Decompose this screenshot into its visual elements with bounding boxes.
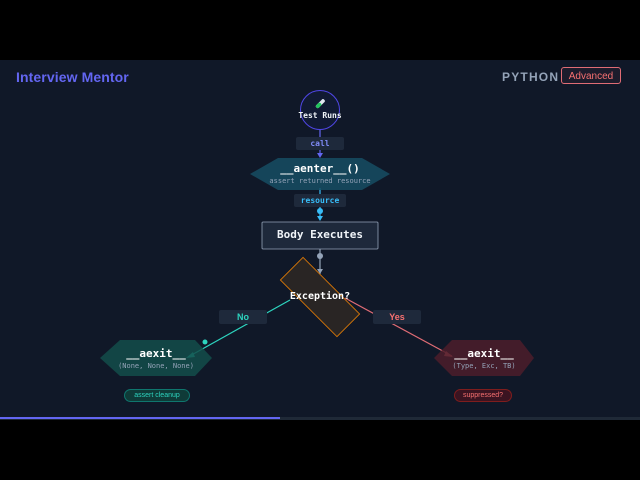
- edge-label-resource: resource: [294, 194, 346, 207]
- exit-yes-args: (Type, Exc, TB): [452, 362, 516, 370]
- progress-fill: [0, 417, 280, 419]
- flow-dot: [317, 253, 323, 259]
- decision-node-label: Exception?: [289, 291, 351, 302]
- body-node-label: Body Executes: [276, 228, 364, 241]
- exit-yes-badge: suppressed?: [454, 389, 512, 402]
- enter-node-subtitle: assert returned resource: [269, 177, 371, 185]
- exit-yes-title: __aexit__: [454, 347, 514, 360]
- test-tube-icon: [315, 99, 325, 109]
- body-node-shape: [261, 221, 379, 250]
- exit-no-args: (None, None, None): [118, 362, 194, 370]
- exit-no-title: __aexit__: [126, 347, 186, 360]
- exit-no-shape: [100, 340, 212, 376]
- start-node-label: Test Runs: [298, 111, 342, 120]
- exit-yes-shape: [434, 340, 534, 376]
- flow-dot: [317, 208, 323, 214]
- difficulty-badge: Advanced: [561, 67, 621, 84]
- branch-label-yes: Yes: [373, 310, 421, 324]
- progress-bar[interactable]: [0, 417, 640, 420]
- branch-label-no: No: [219, 310, 267, 324]
- enter-node-shape: [250, 158, 390, 190]
- decision-node-shape: [279, 256, 361, 338]
- start-node-circle: [300, 90, 340, 130]
- edge-no: [187, 299, 291, 358]
- animation-stage: Interview Mentor PYTHON Advanced: [0, 60, 640, 420]
- exit-no-badge: assert cleanup: [124, 389, 190, 402]
- edge-yes: [344, 297, 453, 357]
- flow-diagram: [100, 90, 534, 376]
- enter-node-title: __aenter__(): [280, 162, 360, 175]
- language-label: PYTHON: [502, 70, 560, 84]
- brand-title: Interview Mentor: [16, 69, 129, 85]
- edge-label-call: call: [296, 137, 344, 150]
